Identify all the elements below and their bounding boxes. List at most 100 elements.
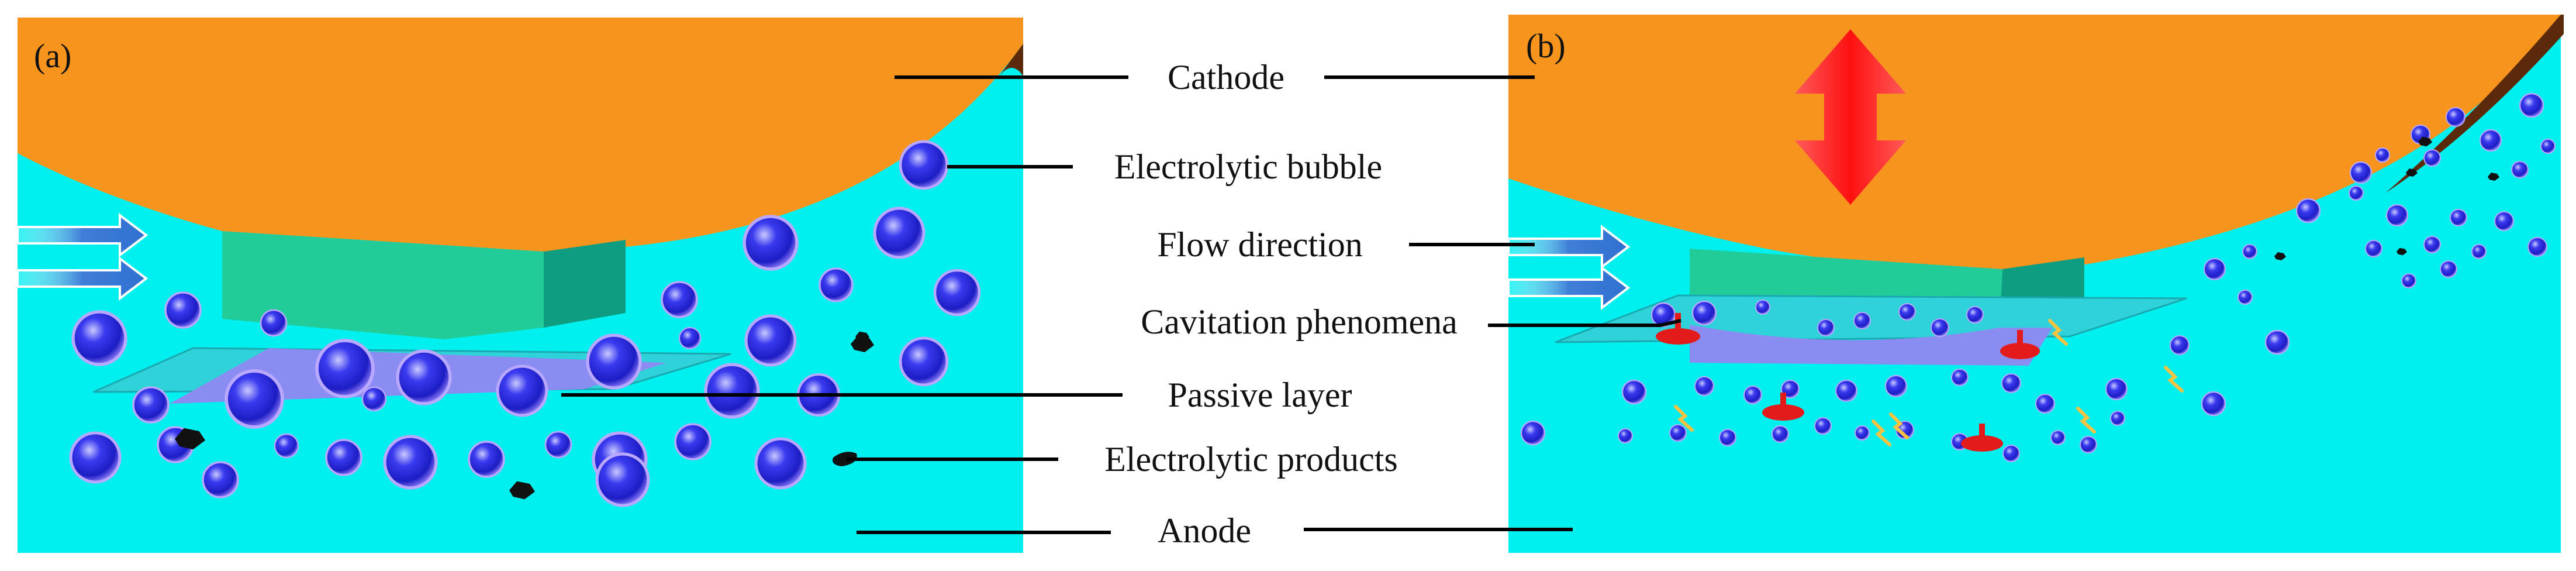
spark-mark: [1889, 412, 1909, 439]
bubble: [2446, 107, 2465, 127]
panel-a-electrolytic-products: [175, 331, 874, 500]
electrolytic-product: [2274, 252, 2286, 260]
panel-a-tool-side: [544, 240, 626, 328]
bubble: [2242, 244, 2257, 259]
bubble: [1817, 319, 1835, 336]
bubble: [2519, 92, 2544, 118]
panel-b-cavitation-marks: [1656, 313, 2040, 452]
bubble: [361, 386, 387, 412]
bubble: [2479, 129, 2502, 152]
electrolytic-product: [2418, 136, 2432, 147]
bubble: [2050, 430, 2066, 445]
bubble: [396, 349, 452, 405]
bubble: [2365, 240, 2382, 257]
bubble: [260, 309, 288, 337]
bubble: [2295, 198, 2321, 223]
bubble: [933, 269, 981, 317]
cavitation-stem: [1780, 393, 1786, 412]
bubble: [744, 314, 797, 367]
bubble: [1669, 424, 1687, 442]
electrolytic-product: [855, 331, 869, 342]
bubble: [661, 281, 698, 318]
bubble: [595, 452, 650, 507]
bubble: [2035, 394, 2055, 414]
bubble: [1898, 303, 1916, 321]
flow-arrow: [16, 212, 149, 258]
flow-arrow: [1507, 224, 1631, 270]
bubble: [2001, 373, 2021, 393]
bubble: [2440, 260, 2457, 278]
electrolytic-product: [2397, 247, 2407, 256]
labels: Cathode Electrolytic bubble Flow directi…: [561, 58, 1681, 550]
cavitation-leader: [1488, 319, 1681, 327]
bubble: [2264, 329, 2290, 355]
vibration-arrow: [1795, 29, 1906, 205]
bubble: [1835, 379, 1858, 403]
bubble: [754, 437, 807, 490]
bubble: [1743, 386, 1762, 404]
cavitation-stem: [1675, 313, 1681, 336]
bubble: [678, 326, 702, 350]
electrolytic-product: [2406, 168, 2418, 177]
panel-a-cathode: [18, 18, 1023, 252]
bubble: [325, 439, 362, 476]
panel-b-flow-arrows: [1507, 224, 1631, 311]
bubble: [2002, 445, 2020, 462]
bubble: [2201, 391, 2226, 417]
bubble: [2110, 411, 2125, 426]
bubble: [164, 291, 202, 329]
panel-a-flow-arrows: [16, 212, 149, 301]
bubble: [1931, 318, 1949, 337]
panel-a-bubbles: [69, 140, 981, 507]
electrolytic-product: [851, 336, 874, 352]
label-cathode: Cathode: [1168, 58, 1284, 97]
bubble: [2450, 209, 2467, 226]
panel-a-tag: (a): [34, 37, 71, 75]
panel-b-bubbles: [1520, 92, 2556, 462]
panel-b-tag: (b): [1526, 27, 1566, 65]
bubble: [2511, 161, 2529, 178]
panel-b-passive-layer: [1690, 325, 2052, 366]
spark-mark: [1674, 405, 1694, 432]
bubble: [274, 433, 299, 459]
electrolytic-product: [2488, 173, 2499, 181]
bubble: [2401, 273, 2416, 288]
bubble: [873, 207, 926, 259]
bubble: [1814, 417, 1832, 435]
bubble: [2540, 139, 2556, 154]
label-electrolytic-products: Electrolytic products: [1104, 440, 1398, 479]
bubble: [2349, 185, 2364, 201]
panel-a: (a): [16, 18, 1023, 553]
bubble: [674, 423, 712, 460]
bubble: [2105, 377, 2128, 401]
bubble: [69, 431, 122, 484]
bubble: [2471, 244, 2487, 259]
cavitation-stem: [2017, 330, 2023, 351]
bubble: [819, 267, 854, 302]
bubble: [2170, 335, 2190, 355]
spark-mark: [2076, 407, 2096, 434]
bubble: [132, 386, 170, 424]
panel-a-cathode-edge: [997, 44, 1023, 79]
bubble: [2494, 211, 2514, 231]
electrolytic-product: [175, 428, 205, 450]
panel-b-spark-marks: [1674, 319, 2184, 446]
bubble: [1691, 300, 1717, 326]
bubble: [2385, 204, 2409, 227]
bubble: [2423, 149, 2441, 167]
panel-b-cathode: [1508, 15, 2561, 273]
bubble: [1621, 379, 1647, 405]
panel-b-cathode-edge: [2385, 15, 2564, 193]
bubble: [1772, 425, 1789, 443]
bubble: [71, 310, 127, 366]
bubble: [544, 431, 572, 459]
label-passive-layer: Passive layer: [1168, 376, 1352, 414]
bubble: [743, 215, 799, 271]
bubble: [1755, 300, 1770, 315]
bubble: [1618, 428, 1633, 443]
flow-arrow: [16, 256, 149, 301]
panel-b: (b): [1507, 15, 2564, 553]
bubble: [202, 461, 239, 498]
label-cavitation: Cavitation phenomena: [1141, 302, 1458, 341]
